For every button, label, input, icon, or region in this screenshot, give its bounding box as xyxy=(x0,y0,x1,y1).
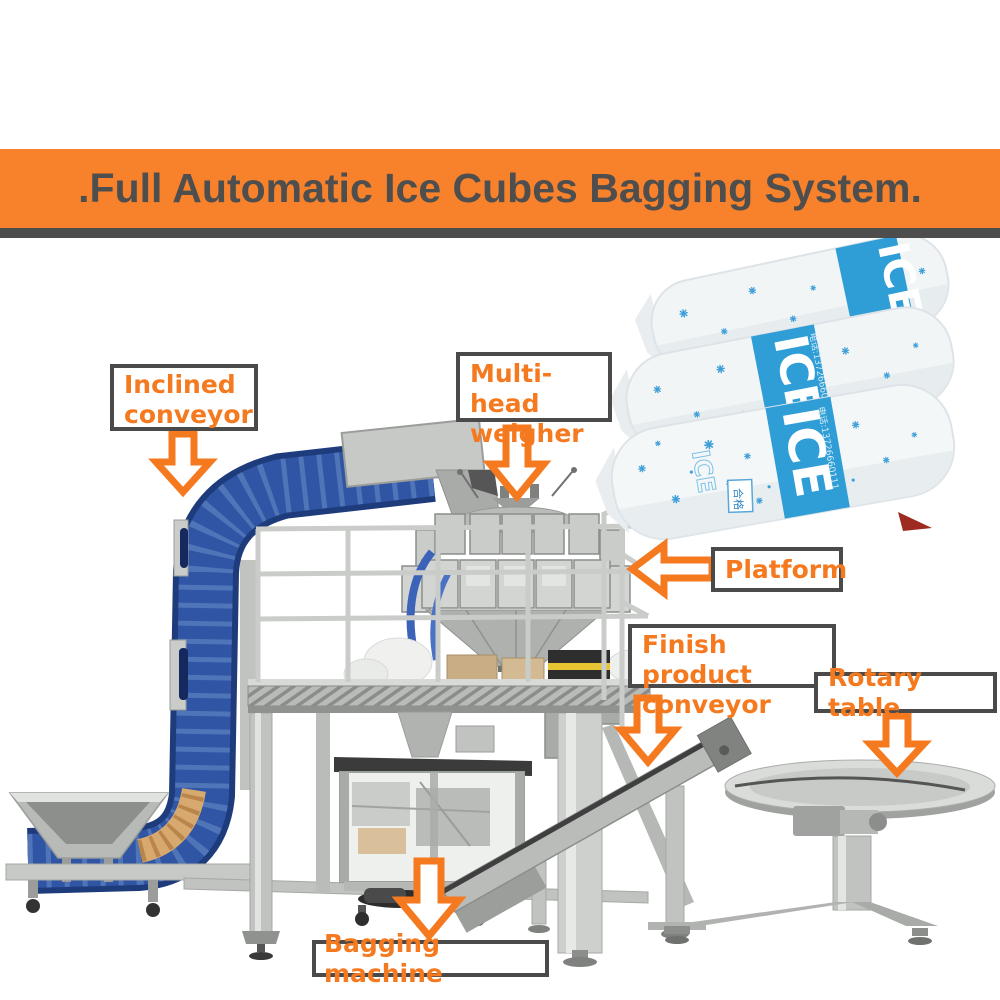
multihead-weigher-shape xyxy=(340,417,631,672)
label-platform: Platform xyxy=(711,547,847,592)
label-line: conveyor xyxy=(642,690,771,719)
title-banner-underline xyxy=(0,228,1000,238)
rotary-table-shape xyxy=(664,759,996,945)
platform-arrow xyxy=(626,538,716,600)
blue-hose xyxy=(406,549,436,653)
title-banner: .Full Automatic Ice Cubes Bagging System… xyxy=(0,149,1000,228)
qc-tag-text: 合格 xyxy=(731,488,746,510)
label-finish-product-conveyor: Finish product conveyor xyxy=(628,624,836,719)
inclined-conveyor-shape xyxy=(27,436,436,894)
rotary-table-arrow xyxy=(861,712,933,779)
bagging-machine-arrow xyxy=(391,857,467,942)
bag-former xyxy=(397,711,453,758)
label-line: Bagging machine xyxy=(324,928,443,988)
ice-bag-front: ICE 电话:13726660111 ICE 合格 xyxy=(595,383,963,548)
label-line: Inclined xyxy=(124,370,236,399)
label-bagging-machine: Bagging machine xyxy=(312,929,549,988)
label-line: weigher xyxy=(470,419,584,448)
label-multihead-weigher: Multi-head weigher xyxy=(456,352,612,448)
label-rotary-table: Rotary table xyxy=(814,663,997,722)
infeed-hopper xyxy=(8,792,170,882)
label-line: conveyor xyxy=(124,400,253,429)
label-inclined-conveyor: Inclined conveyor xyxy=(110,364,258,431)
finish-conveyor-arrow xyxy=(613,694,683,768)
qc-tag: 合格 xyxy=(726,478,754,514)
conveyor-leg xyxy=(665,785,685,933)
bag-corner-accent xyxy=(898,512,932,531)
caster-wheel xyxy=(26,899,40,913)
toolbox xyxy=(548,650,610,664)
label-line: Rotary table xyxy=(828,662,922,722)
platform-railings xyxy=(255,503,650,735)
label-line: Finish product xyxy=(642,630,752,689)
label-line: Platform xyxy=(725,554,848,584)
multihead-weigher-arrow xyxy=(482,424,552,503)
label-line: Multi-head xyxy=(470,359,553,418)
platform-deck xyxy=(247,679,651,713)
caster-wheel xyxy=(146,903,160,917)
guide-arm xyxy=(734,776,966,792)
page-title: .Full Automatic Ice Cubes Bagging System… xyxy=(78,165,922,211)
cardboard-box xyxy=(446,654,498,684)
annotation-arrows xyxy=(148,424,933,942)
ice-bags: ICE ICE 电话:13726660111 xyxy=(595,231,963,548)
inclined-conveyor-arrow xyxy=(148,430,218,498)
